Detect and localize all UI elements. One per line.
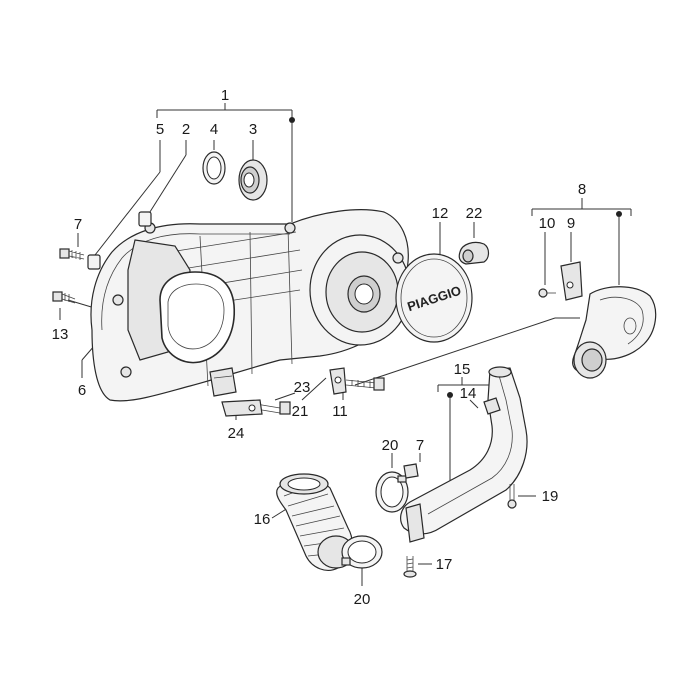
callout-19: 19 xyxy=(542,488,559,505)
callout-24: 24 xyxy=(228,425,245,442)
bushing xyxy=(138,211,152,227)
callout-17: 17 xyxy=(436,556,453,573)
callout-22: 22 xyxy=(466,205,483,222)
callout-16: 16 xyxy=(254,511,271,528)
callout-20-bottom: 20 xyxy=(354,591,371,608)
clamp-21 xyxy=(329,367,347,395)
screw-17 xyxy=(403,556,417,578)
callout-11: 11 xyxy=(332,403,348,420)
callout-20-top: 20 xyxy=(382,437,399,454)
screw-7 xyxy=(59,248,85,260)
grommet xyxy=(458,241,490,265)
callout-14: 14 xyxy=(460,385,477,402)
callout-7-bottom: 7 xyxy=(416,437,424,454)
air-intake-shroud xyxy=(572,286,657,379)
callout-6: 6 xyxy=(78,382,86,399)
screw-19 xyxy=(507,484,517,509)
callout-23: 23 xyxy=(294,379,311,396)
callout-numbers: 1 5 2 4 3 7 13 6 12 22 8 10 9 23 24 21 1… xyxy=(52,87,587,608)
callout-15: 15 xyxy=(454,361,471,378)
callout-1: 1 xyxy=(221,87,229,104)
callout-21: 21 xyxy=(292,403,309,420)
clip-14 xyxy=(483,397,501,415)
transmission-cover xyxy=(90,209,411,402)
hose-clamp-upper xyxy=(375,471,409,513)
callout-8: 8 xyxy=(578,181,586,198)
callout-13: 13 xyxy=(52,326,69,343)
screw-13 xyxy=(52,291,76,304)
seal-ring xyxy=(202,151,226,185)
bolt-11 xyxy=(345,377,385,391)
bearing xyxy=(238,159,268,201)
clip-bracket xyxy=(560,261,583,301)
callout-9: 9 xyxy=(567,215,575,232)
bracket-24 xyxy=(221,399,263,417)
clip-7-lower xyxy=(403,463,419,479)
logo-cover-disc: PIAGGIO xyxy=(395,253,473,343)
screw-10 xyxy=(538,288,556,298)
callout-2: 2 xyxy=(182,121,190,138)
hose-clamp-lower xyxy=(341,535,383,569)
callout-7-top: 7 xyxy=(74,216,82,233)
dowel-pin xyxy=(87,254,101,270)
callout-3: 3 xyxy=(249,121,257,138)
callout-5: 5 xyxy=(156,121,164,138)
intake-hose xyxy=(276,473,355,571)
callout-4: 4 xyxy=(210,121,218,138)
callout-12: 12 xyxy=(432,205,449,222)
callout-10: 10 xyxy=(539,215,556,232)
